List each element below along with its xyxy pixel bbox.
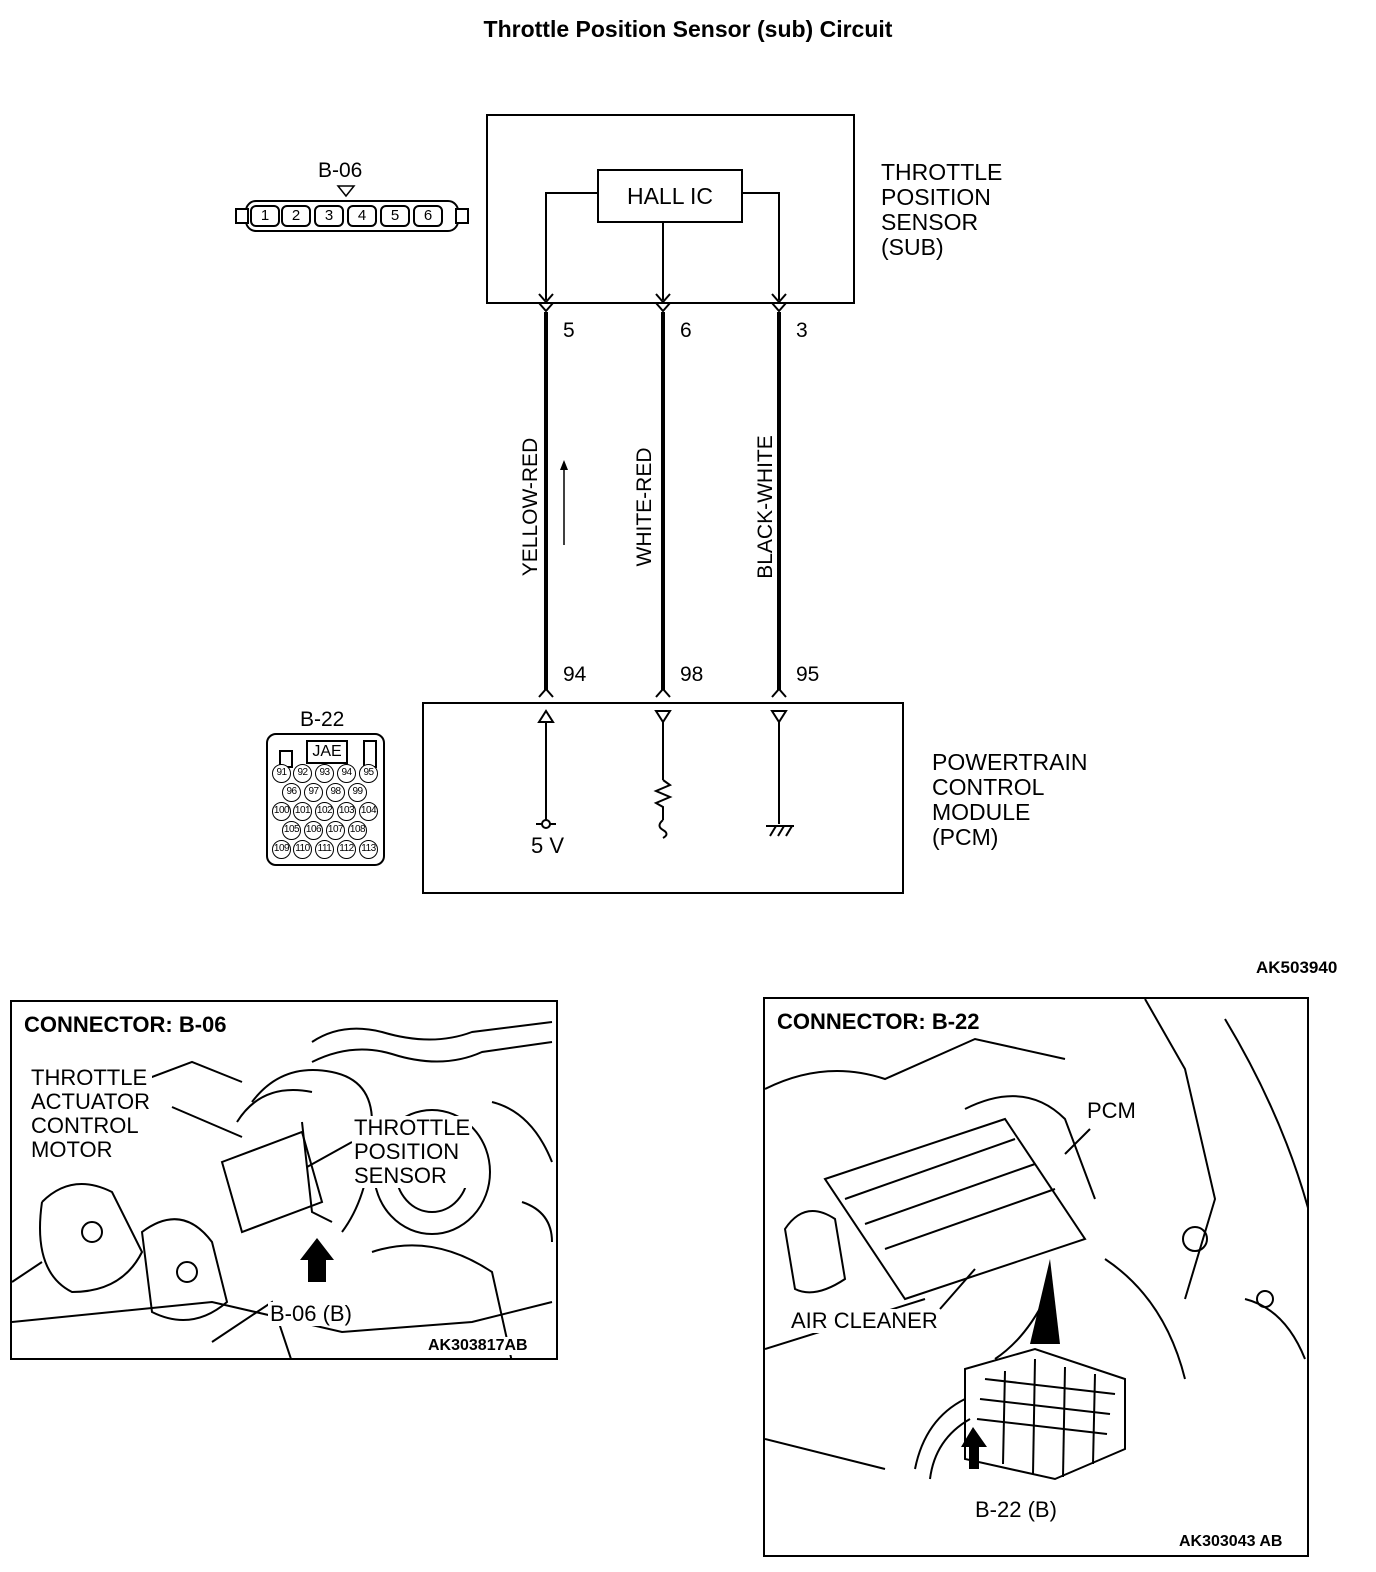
- hall-ic-box: HALL IC: [597, 169, 743, 223]
- label-connector-b06-b: B-06 (B): [268, 1301, 354, 1326]
- photo-left-code: AK303817AB: [426, 1337, 530, 1355]
- b22-pin: 108: [348, 821, 367, 840]
- b22-pin: 103: [337, 802, 356, 821]
- b22-pin: 105: [282, 821, 301, 840]
- b22-pin: 112: [337, 840, 356, 859]
- label-connector-b22-b: B-22 (B): [973, 1497, 1059, 1522]
- sensor-pin-6: 6: [680, 319, 692, 342]
- photo-right-code: AK303043 AB: [1177, 1533, 1285, 1551]
- b22-pin: 110: [293, 840, 312, 859]
- connector-b22-shell: [266, 733, 385, 866]
- pcm-resistor: [653, 779, 673, 820]
- diagram-code: AK503940: [1256, 958, 1338, 977]
- label-throttle-actuator-control-motor: THROTTLE ACTUATOR CONTROL MOTOR: [29, 1065, 152, 1162]
- b22-pin: 96: [282, 783, 301, 802]
- label-air-cleaner: AIR CLEANER: [789, 1308, 940, 1333]
- b22-pin: 109: [272, 840, 291, 859]
- pcm-terminal-98: [654, 710, 672, 724]
- b06-pin-5: 5: [380, 205, 410, 227]
- sensor-pin-5: 5: [563, 319, 575, 342]
- b06-pin-2: 2: [281, 205, 311, 227]
- b22-pin: 100: [272, 802, 291, 821]
- photo-left-heading: CONNECTOR: B-06: [24, 1012, 227, 1038]
- b22-pin: 91: [272, 764, 291, 783]
- b06-pin-3: 3: [314, 205, 344, 227]
- b22-pin: 106: [304, 821, 323, 840]
- wire-label-yellow-red: YELLOW-RED: [519, 437, 542, 577]
- b22-pin: 113: [359, 840, 378, 859]
- b22-pin: 107: [326, 821, 345, 840]
- pcm-box: [422, 702, 904, 894]
- sensor-internal-wire-5: [545, 192, 598, 300]
- diagram-title: Throttle Position Sensor (sub) Circuit: [483, 16, 893, 42]
- engine-bay-illustration-right: [765, 999, 1307, 1481]
- sensor-label: THROTTLE POSITION SENSOR (SUB): [881, 159, 1003, 260]
- label-pcm: PCM: [1085, 1098, 1138, 1123]
- wire-label-white-red: WHITE-RED: [633, 447, 656, 567]
- b22-pin: 104: [359, 802, 378, 821]
- b06-pin-1: 1: [250, 205, 280, 227]
- b22-pin: 98: [326, 783, 345, 802]
- sensor-internal-wire-3: [742, 192, 780, 300]
- connector-b22-name: B-22: [300, 708, 345, 731]
- photo-connector-b22: CONNECTOR: B-22 PCM AIR CLEANER B-22 (B)…: [763, 997, 1309, 1557]
- connector-b06-name: B-06: [318, 159, 363, 182]
- pcm-terminal-95: [770, 710, 788, 724]
- pcm-pin-95: 95: [796, 663, 820, 686]
- b22-pin: 93: [315, 764, 334, 783]
- sensor-pin-3: 3: [796, 319, 808, 342]
- b22-pin: 97: [304, 783, 323, 802]
- connector-b22-maker: JAE: [306, 740, 348, 764]
- b22-pin: 95: [359, 764, 378, 783]
- b06-pin-6: 6: [413, 205, 443, 227]
- b22-pin: 99: [348, 783, 367, 802]
- pcm-label: POWERTRAIN CONTROL MODULE (PCM): [932, 749, 1088, 850]
- b22-pin: 111: [315, 840, 334, 859]
- pcm-pin-94: 94: [563, 663, 587, 686]
- wire-label-black-white: BLACK-WHITE: [754, 435, 777, 579]
- photo-right-heading: CONNECTOR: B-22: [777, 1009, 980, 1035]
- b22-pin: 94: [337, 764, 356, 783]
- label-throttle-position-sensor: THROTTLE POSITION SENSOR: [352, 1115, 473, 1188]
- engine-bay-illustration-left: [12, 1021, 553, 1358]
- b22-pin: 92: [293, 764, 312, 783]
- pcm-pin-98: 98: [680, 663, 704, 686]
- b06-pin-4: 4: [347, 205, 377, 227]
- supply-voltage-label: 5 V: [531, 833, 565, 858]
- wiring-schematic: [536, 192, 794, 839]
- photo-connector-b06: CONNECTOR: B-06 THROTTLE ACTUATOR CONTRO…: [10, 1000, 558, 1360]
- b22-pin: 101: [293, 802, 312, 821]
- b22-pin: 102: [315, 802, 334, 821]
- throttle-position-sensor-box: [486, 114, 855, 304]
